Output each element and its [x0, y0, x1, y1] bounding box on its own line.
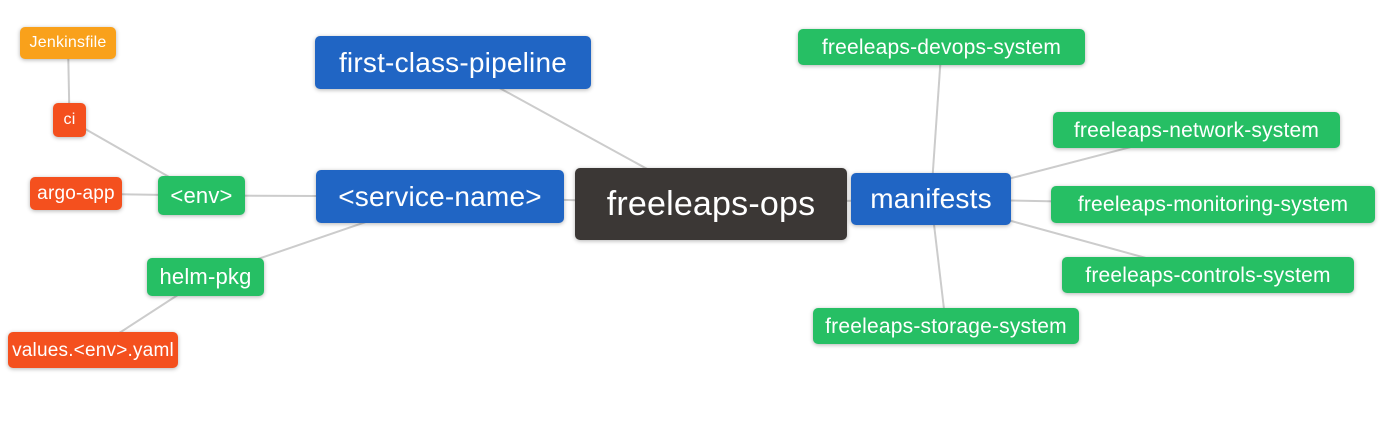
- node-service-name[interactable]: <service-name>: [316, 170, 564, 223]
- node-label: values.<env>.yaml: [12, 339, 174, 361]
- node-label: <service-name>: [338, 180, 542, 212]
- node-env[interactable]: <env>: [158, 176, 245, 215]
- node-label: freeleaps-controls-system: [1085, 263, 1331, 287]
- node-jenkinsfile[interactable]: Jenkinsfile: [20, 27, 116, 59]
- node-label: freeleaps-ops: [606, 185, 816, 223]
- node-label: manifests: [870, 183, 992, 214]
- node-label: freeleaps-network-system: [1073, 118, 1320, 142]
- node-helm-pkg[interactable]: helm-pkg: [147, 258, 264, 296]
- node-label: freeleaps-devops-system: [821, 35, 1062, 59]
- node-label: ci: [63, 111, 76, 128]
- node-values-env-yaml[interactable]: values.<env>.yaml: [8, 332, 178, 368]
- node-freeleaps-ops[interactable]: freeleaps-ops: [575, 168, 847, 240]
- node-network-system[interactable]: freeleaps-network-system: [1053, 112, 1340, 148]
- node-label: <env>: [170, 182, 233, 208]
- node-monitoring-system[interactable]: freeleaps-monitoring-system: [1051, 186, 1375, 223]
- node-label: argo-app: [37, 183, 115, 204]
- node-label: freeleaps-storage-system: [825, 314, 1067, 338]
- node-argo-app[interactable]: argo-app: [30, 177, 122, 210]
- node-controls-system[interactable]: freeleaps-controls-system: [1062, 257, 1354, 293]
- node-label: first-class-pipeline: [338, 46, 568, 78]
- node-devops-system[interactable]: freeleaps-devops-system: [798, 29, 1085, 65]
- node-manifests[interactable]: manifests: [851, 173, 1011, 225]
- node-first-class-pipeline[interactable]: first-class-pipeline: [315, 36, 591, 89]
- node-label: helm-pkg: [159, 264, 252, 289]
- node-storage-system[interactable]: freeleaps-storage-system: [813, 308, 1079, 344]
- node-label: freeleaps-monitoring-system: [1077, 193, 1349, 216]
- node-label: Jenkinsfile: [29, 34, 107, 51]
- node-ci[interactable]: ci: [53, 103, 86, 137]
